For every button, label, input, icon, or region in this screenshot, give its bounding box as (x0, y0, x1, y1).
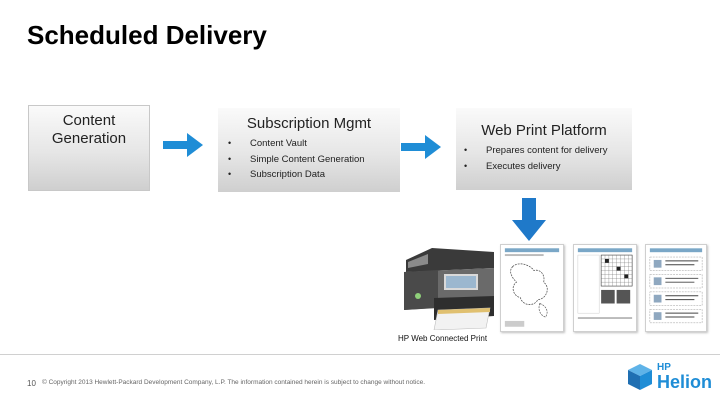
map-document (500, 244, 564, 332)
hp-helion-logo: HP Helion (625, 360, 715, 394)
web-print-platform-title: Web Print Platform (481, 122, 607, 139)
content-generation-title: Content Generation (51, 112, 127, 147)
copyright-text: © Copyright 2013 Hewlett-Packard Develop… (42, 379, 426, 386)
list-item: Prepares content for delivery (464, 143, 607, 159)
subscription-list: Content Vault Simple Content Generation … (228, 136, 365, 183)
right-arrow-icon (163, 133, 203, 157)
crossword-document (573, 244, 637, 332)
helion-logo-icon (628, 364, 652, 390)
printer-icon (404, 248, 494, 330)
list-item: Simple Content Generation (228, 152, 365, 168)
logo-brand: HP (657, 362, 671, 373)
content-generation-box: Content Generation (28, 105, 150, 191)
logo-name: Helion (657, 372, 713, 392)
slide-title: Scheduled Delivery (27, 20, 267, 50)
list-item: Subscription Data (228, 167, 365, 183)
web-print-platform-box: Web Print Platform Prepares content for … (456, 108, 632, 190)
down-arrow-icon (512, 198, 546, 241)
subscription-mgmt-title: Subscription Mgmt (246, 115, 372, 132)
page-number: 10 (27, 379, 36, 388)
list-item: Content Vault (228, 136, 365, 152)
printer-caption: HP Web Connected Print (398, 334, 488, 343)
subscription-mgmt-box: Subscription Mgmt Content Vault Simple C… (218, 108, 400, 192)
right-arrow-icon (401, 135, 441, 159)
coupons-document (645, 244, 707, 332)
footer-divider (0, 354, 720, 355)
web-print-list: Prepares content for delivery Executes d… (464, 143, 607, 174)
list-item: Executes delivery (464, 159, 607, 175)
